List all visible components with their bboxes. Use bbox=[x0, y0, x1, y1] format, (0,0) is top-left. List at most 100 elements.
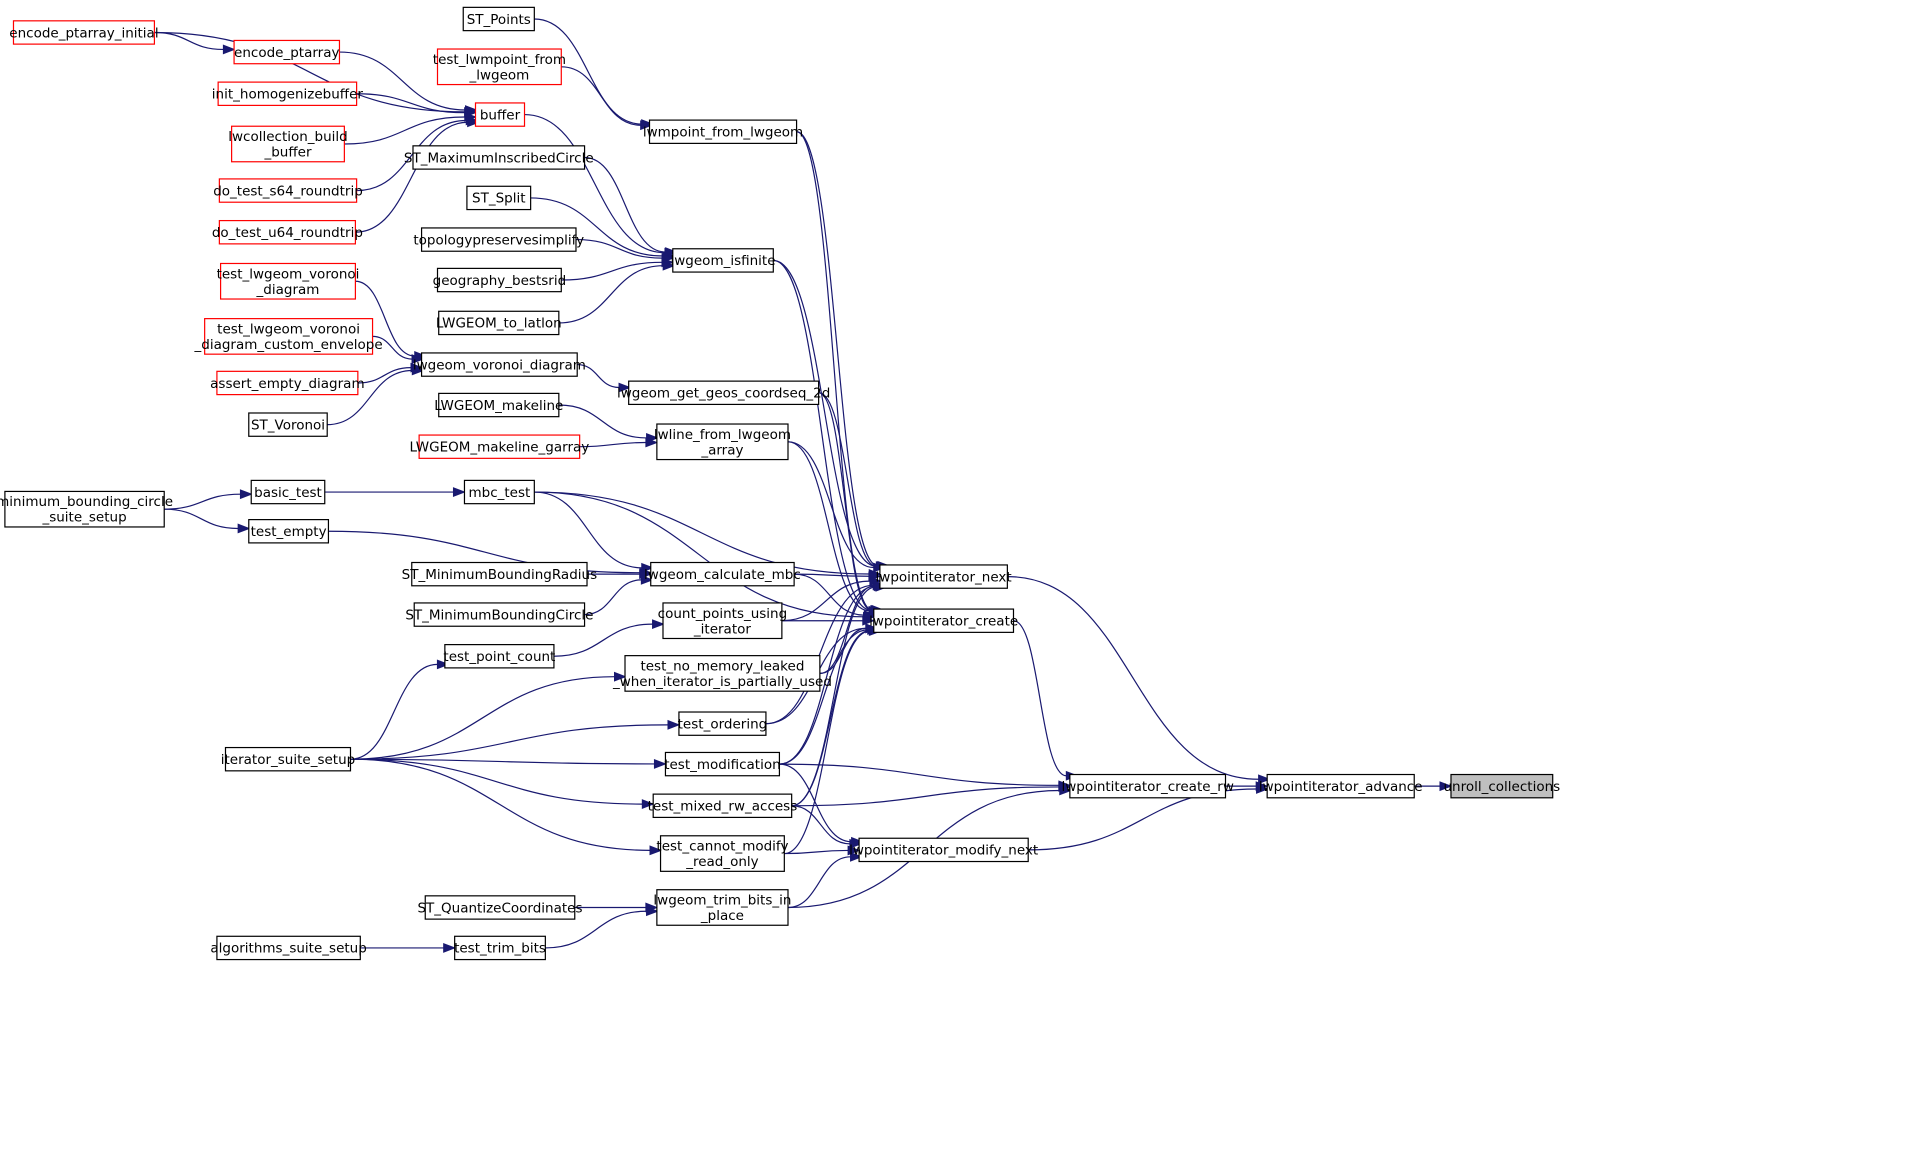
node-box bbox=[204, 318, 374, 355]
node-minimum-bounding-circle-suite-setup[interactable]: minimum_bounding_circle_suite_setup bbox=[0, 490, 173, 528]
node-label: do_test_s64_roundtrip bbox=[213, 183, 363, 199]
node-lwpointiterator-next[interactable]: lwpointiterator_next bbox=[876, 564, 1012, 589]
node-box bbox=[418, 434, 581, 459]
node-st-minimumboundingcircle[interactable]: ST_MinimumBoundingCircle bbox=[405, 602, 593, 627]
node-box bbox=[463, 479, 535, 505]
node-box bbox=[216, 935, 361, 961]
node-box bbox=[628, 380, 820, 406]
edge-test_point_count-to-count_points_using_iterator bbox=[553, 619, 665, 657]
node-lwgeom-to-latlon[interactable]: LWGEOM_to_latlon bbox=[436, 310, 562, 336]
node-label: lwgeom_trim_bits_in bbox=[653, 893, 791, 909]
edge-lwgeom_voronoi_diagram-to-lwgeom_get_geos_coordseq_2d bbox=[577, 363, 632, 393]
node-test-ordering[interactable]: test_ordering bbox=[678, 711, 768, 736]
node-test-lwgeom-voronoi-diagram[interactable]: test_lwgeom_voronoi_diagram bbox=[217, 262, 360, 300]
node-encode-ptarray-initial[interactable]: encode_ptarray_initial bbox=[9, 20, 159, 45]
node-label: test_trim_bits bbox=[454, 941, 546, 957]
edge-iterator_suite_setup-to-test_point_count bbox=[350, 659, 450, 760]
node-test-cannot-modify-read-only[interactable]: test_cannot_modify_read_only bbox=[656, 835, 788, 872]
node-lwgeom-makeline[interactable]: LWGEOM_makeline bbox=[434, 392, 563, 418]
node-lwpointiterator-create-rw[interactable]: lwpointiterator_create_rw bbox=[1061, 773, 1234, 799]
node-label: encode_ptarray bbox=[234, 45, 339, 61]
node-test-mixed-rw-access[interactable]: test_mixed_rw_access bbox=[648, 793, 798, 819]
node-mbc-test[interactable]: mbc_test bbox=[463, 479, 535, 505]
node-lwpointiterator-advance[interactable]: lwpointiterator_advance bbox=[1259, 773, 1423, 799]
edge-ST_Voronoi-to-lwgeom_voronoi_diagram bbox=[327, 365, 425, 426]
edge-LWGEOM_to_latlon-to-lwgeom_isfinite bbox=[558, 260, 676, 324]
node-topologypreservesimplify[interactable]: topologypreservesimplify bbox=[413, 227, 584, 252]
node-box bbox=[12, 20, 156, 45]
node-lwpointiterator-modify-next[interactable]: lwpointiterator_modify_next bbox=[849, 837, 1038, 863]
node-box bbox=[216, 370, 359, 396]
node-box bbox=[462, 6, 535, 32]
node-label: init_homogenizebuffer bbox=[212, 87, 364, 103]
node-label: LWGEOM_makeline_garray bbox=[409, 439, 589, 455]
node-label: test_mixed_rw_access bbox=[648, 799, 798, 815]
node-lwgeom-makeline-garray[interactable]: LWGEOM_makeline_garray bbox=[409, 434, 589, 459]
node-st-quantizecoordinates[interactable]: ST_QuantizeCoordinates bbox=[417, 895, 583, 920]
node-test-no-memory-leaked[interactable]: test_no_memory_leaked_when_iterator_is_p… bbox=[612, 655, 832, 692]
node-box bbox=[648, 119, 798, 144]
node-label: geography_bestsrid bbox=[433, 273, 567, 289]
node-do-test-s64-roundtrip[interactable]: do_test_s64_roundtrip bbox=[213, 178, 363, 203]
node-lwpointiterator-create[interactable]: lwpointiterator_create bbox=[869, 608, 1018, 633]
edge-lwgeom_trim_bits_in_place-to-lwpointiterator_modify_next bbox=[787, 851, 863, 909]
node-label: lwpointiterator_modify_next bbox=[849, 843, 1038, 859]
edge-mbc_test-to-lwgeom_calculate_mbc bbox=[534, 491, 655, 573]
node-label: lwgeom_calculate_mbc bbox=[644, 567, 801, 583]
edge-algorithms_suite_setup-to-test_trim_bits bbox=[360, 942, 457, 953]
node-box bbox=[438, 392, 560, 418]
node-box bbox=[1069, 773, 1227, 799]
node-basic-test[interactable]: basic_test bbox=[250, 479, 326, 505]
node-lwcollection-build-buffer[interactable]: lwcollection_build_buffer bbox=[228, 125, 348, 163]
node-box bbox=[436, 267, 562, 293]
edges-layer bbox=[154, 18, 1453, 953]
node-box bbox=[650, 561, 795, 587]
node-test-point-count[interactable]: test_point_count bbox=[443, 644, 555, 669]
edge-test_ordering-to-lwpointiterator_next bbox=[765, 580, 886, 725]
node-algorithms-suite-setup[interactable]: algorithms_suite_setup bbox=[210, 935, 367, 961]
edge-minimum_bounding_circle_suite_setup-to-test_empty bbox=[164, 508, 251, 534]
node-label: _array bbox=[700, 442, 743, 458]
node-st-maximuminscribedcircle[interactable]: ST_MaximumInscribedCircle bbox=[404, 145, 594, 170]
node-box bbox=[656, 423, 789, 461]
node-lwgeom-isfinite[interactable]: lwgeom_isfinite bbox=[671, 248, 776, 273]
node-label: _when_iterator_is_partially_used bbox=[612, 674, 832, 690]
node-test-modification[interactable]: test_modification bbox=[664, 751, 781, 777]
node-init-homogenizebuffer[interactable]: init_homogenizebuffer bbox=[212, 81, 364, 106]
node-st-points[interactable]: ST_Points bbox=[462, 6, 535, 32]
node-st-minimumboundingradius[interactable]: ST_MinimumBoundingRadius bbox=[402, 561, 597, 587]
node-test-empty[interactable]: test_empty bbox=[248, 519, 330, 544]
node-label: basic_test bbox=[254, 485, 322, 501]
edge-do_test_u64_roundtrip-to-buffer bbox=[355, 117, 481, 233]
node-geography-bestsrid[interactable]: geography_bestsrid bbox=[433, 267, 567, 293]
node-box bbox=[411, 561, 588, 587]
node-box bbox=[454, 935, 546, 961]
node-label: LWGEOM_to_latlon bbox=[436, 316, 562, 332]
node-box bbox=[672, 248, 774, 273]
node-unroll-collections[interactable]: unroll_collections bbox=[1444, 773, 1561, 799]
node-lwline-from-lwgeom-array[interactable]: lwline_from_lwgeom_array bbox=[654, 423, 791, 461]
node-label: lwpointiterator_create bbox=[869, 614, 1018, 630]
node-lwgeom-calculate-mbc[interactable]: lwgeom_calculate_mbc bbox=[644, 561, 801, 587]
node-st-voronoi[interactable]: ST_Voronoi bbox=[248, 412, 328, 437]
node-label: ST_MinimumBoundingCircle bbox=[405, 607, 593, 623]
node-box bbox=[873, 608, 1015, 633]
node-count-points-using-iterator[interactable]: count_points_using_iterator bbox=[658, 602, 788, 640]
node-lwmpoint-from-lwgeom[interactable]: lwmpoint_from_lwgeom bbox=[643, 119, 803, 144]
node-st-split[interactable]: ST_Split bbox=[466, 185, 532, 211]
edge-encode_ptarray_initial-to-encode_ptarray bbox=[154, 31, 236, 55]
node-lwgeom-voronoi-diagram[interactable]: lwgeom_voronoi_diagram bbox=[413, 352, 586, 377]
node-buffer[interactable]: buffer bbox=[474, 102, 526, 127]
edge-ST_QuantizeCoordinates-to-lwgeom_trim_bits_in_place bbox=[574, 902, 659, 913]
node-test-lwmpoint-from-lwgeom[interactable]: test_lwmpoint_from_lwgeom bbox=[433, 48, 566, 86]
edge-lwpointiterator_next-to-lwpointiterator_advance bbox=[1007, 575, 1272, 785]
node-lwgeom-trim-bits-in-place[interactable]: lwgeom_trim_bits_in_place bbox=[653, 889, 791, 926]
node-test-lwgeom-voronoi-diagram-custom-envelope[interactable]: test_lwgeom_voronoi_diagram_custom_envel… bbox=[194, 318, 383, 355]
node-test-trim-bits[interactable]: test_trim_bits bbox=[454, 935, 546, 961]
node-assert-empty-diagram[interactable]: assert_empty_diagram bbox=[210, 370, 365, 396]
node-lwgeom-get-geos-coordseq-2d[interactable]: lwgeom_get_geos_coordseq_2d bbox=[617, 380, 830, 406]
node-encode-ptarray[interactable]: encode_ptarray bbox=[233, 39, 341, 65]
node-label: test_ordering bbox=[678, 716, 768, 732]
node-iterator-suite-setup[interactable]: iterator_suite_setup bbox=[221, 746, 355, 772]
node-do-test-u64-roundtrip[interactable]: do_test_u64_roundtrip bbox=[212, 219, 363, 245]
